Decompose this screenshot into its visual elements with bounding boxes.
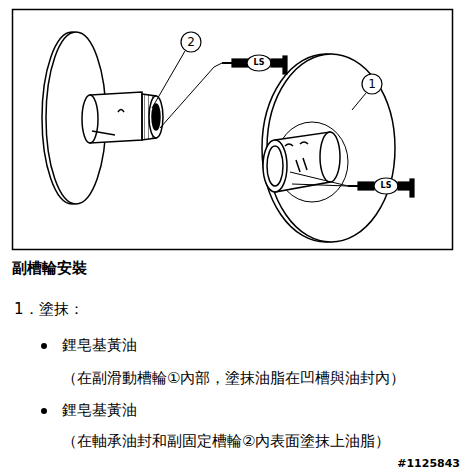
figure-title: 副槽輪安裝 [12, 259, 87, 277]
note-text: （在副滑動槽輪①內部，塗抹油脂在凹槽與油封內） [62, 369, 405, 387]
sliding-sheave [262, 54, 395, 242]
grease-type: LS [381, 181, 392, 191]
bullet [41, 343, 47, 349]
leader-line [160, 63, 222, 128]
grease-name: 鋰皂基黃油 [62, 401, 137, 419]
grease-name: 鋰皂基黃油 [62, 336, 137, 354]
callout-number: 2 [187, 35, 195, 49]
step-text: 1．塗抹： [14, 300, 84, 318]
grease-gun [222, 55, 287, 74]
callout-number: 1 [368, 77, 376, 91]
grease-type: LS [254, 58, 265, 68]
figure-frame [13, 10, 453, 250]
callout-circle [181, 32, 201, 52]
leader-line [290, 172, 348, 186]
fixed-sheave [42, 32, 163, 204]
grease-gun [348, 178, 414, 197]
bullet [41, 408, 47, 414]
leader-line [352, 93, 366, 110]
leader-line [292, 184, 348, 186]
callout-circle [362, 74, 382, 94]
leader-line [152, 51, 185, 108]
note-text: （在軸承油封和副固定槽輪②內表面塗抹上油脂） [62, 432, 390, 450]
watermark: #1125843 [397, 457, 460, 470]
